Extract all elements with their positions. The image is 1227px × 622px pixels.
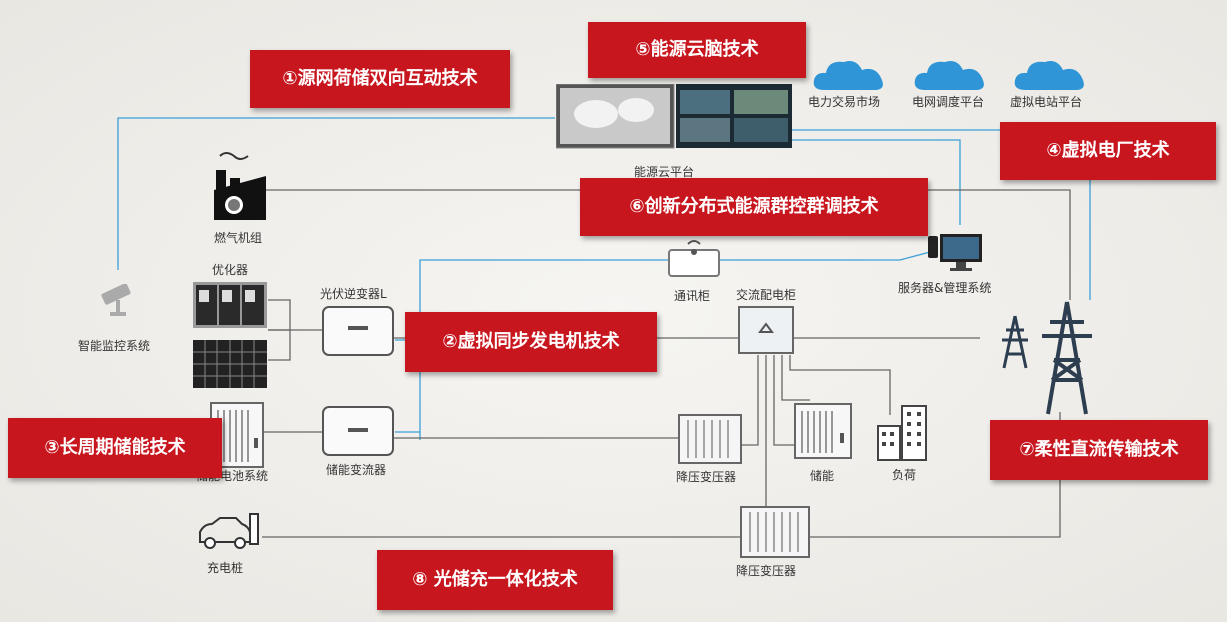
- cloud-platform-screens-icon: [556, 84, 792, 150]
- tech-banner-7: ⑦柔性直流传输技术: [990, 420, 1208, 480]
- charger-label: 充电桩: [207, 561, 244, 575]
- building-icon: [876, 404, 930, 462]
- camera-icon: [98, 284, 138, 318]
- transformer-container-icon: [678, 414, 742, 464]
- cloud-icon: [1013, 58, 1087, 92]
- cloud-vpp-label: 虚拟电站平台: [1010, 95, 1083, 109]
- server-label: 服务器&管理系统: [898, 281, 992, 295]
- cloud-dispatch-label: 电网调度平台: [912, 95, 985, 109]
- gas-unit-label: 燃气机组: [214, 231, 263, 245]
- ac-cabinet-label: 交流配电柜: [736, 288, 797, 302]
- pv-inverter-icon: [322, 306, 394, 356]
- load-label: 负荷: [892, 468, 917, 482]
- cloud-icon: [913, 58, 987, 92]
- ev-charger-icon: [196, 512, 262, 552]
- tech-banner-1: ①源网荷储双向互动技术: [250, 50, 510, 108]
- pv-inverter-label: 光伏逆变器L: [320, 287, 387, 301]
- pv-optimizer-panel-icon: [193, 282, 267, 328]
- tech-banner-4: ④虚拟电厂技术: [1000, 122, 1216, 180]
- pcs-icon: [322, 406, 394, 456]
- pcs-label: 储能变流器: [326, 463, 387, 477]
- tech-banner-5: ⑤能源云脑技术: [588, 22, 806, 78]
- cloud-market-label: 电力交易市场: [808, 95, 881, 109]
- monitoring-label: 智能监控系统: [78, 339, 151, 353]
- comm-cabinet-label: 通讯柜: [674, 289, 711, 303]
- storage-cabinet-icon: [794, 403, 852, 459]
- gas-unit-icon: [212, 150, 268, 222]
- comm-cabinet-icon: [668, 238, 720, 278]
- solar-panel-icon: [193, 340, 267, 388]
- transmission-tower-small-icon: [998, 314, 1032, 370]
- transmission-tower-icon: [1038, 300, 1096, 416]
- tech-banner-2: ②虚拟同步发电机技术: [405, 312, 657, 372]
- ac-cabinet-icon: [738, 306, 794, 354]
- step-down-2-label: 降压变压器: [736, 564, 797, 578]
- tech-banner-8: ⑧ 光储充一体化技术: [377, 550, 613, 610]
- cloud-icon: [812, 58, 886, 92]
- tech-banner-3: ③长周期储能技术: [8, 418, 222, 478]
- tech-banner-6: ⑥创新分布式能源群控群调技术: [580, 178, 928, 236]
- cloud-platform-label: 能源云平台: [634, 165, 695, 179]
- transformer-container-icon: [740, 506, 810, 558]
- server-monitor-icon: [928, 234, 984, 274]
- step-down-1-label: 降压变压器: [676, 470, 737, 484]
- storage-label: 储能: [810, 469, 835, 483]
- optimizer-label: 优化器: [212, 263, 249, 277]
